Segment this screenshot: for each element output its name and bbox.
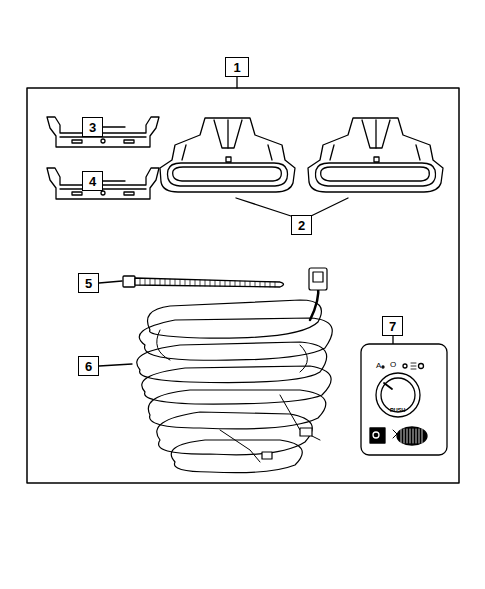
callout-number: 6	[85, 360, 92, 373]
mounting-bracket	[47, 117, 159, 147]
callout-number: 5	[85, 277, 92, 290]
kit-frame	[27, 88, 459, 483]
switch-label: O	[390, 361, 396, 369]
switch-label: A	[376, 362, 381, 370]
callout-box: 6	[78, 356, 99, 376]
headlamp-switch	[361, 344, 447, 455]
callout-number: 7	[389, 320, 396, 333]
callout-box: 4	[82, 171, 103, 191]
fog-lamp	[160, 118, 295, 192]
switch-label: PUSH	[390, 408, 405, 414]
mounting-bracket	[47, 168, 159, 199]
leader-lines	[99, 77, 393, 366]
callout-box: 5	[78, 273, 99, 293]
callout-box: 2	[291, 215, 312, 235]
fog-lamp	[308, 118, 443, 192]
callout-number: 4	[89, 175, 96, 188]
wiring-harness	[137, 268, 332, 473]
callout-number: 3	[89, 121, 96, 134]
callout-number: 2	[298, 219, 305, 232]
callout-number: 1	[233, 61, 240, 74]
cable-tie	[123, 276, 284, 287]
callout-box: 3	[82, 117, 103, 137]
callout-box: 1	[225, 57, 249, 77]
callout-box: 7	[382, 316, 403, 336]
